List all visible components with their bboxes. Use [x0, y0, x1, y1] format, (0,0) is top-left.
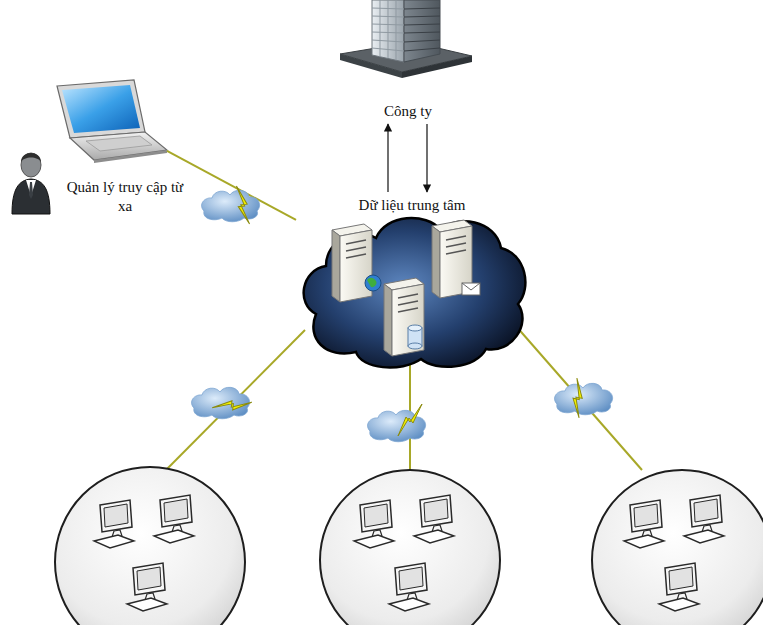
data-flow-arrow: [426, 124, 427, 192]
laptop-base: [70, 132, 167, 160]
remote-manager-node: Quản lý truy cập từ xa: [55, 80, 167, 162]
computer-icon: [127, 563, 167, 611]
client-circle: [320, 470, 500, 625]
globe-icon: [365, 275, 381, 291]
cloud-shape: [304, 218, 526, 367]
computer-icon: [94, 500, 134, 548]
person-body: [12, 179, 50, 214]
client-group: [55, 467, 245, 625]
server-tower: [432, 220, 472, 298]
client-circle: [55, 467, 245, 625]
client-group: [592, 470, 763, 625]
computer-icon: [389, 563, 429, 611]
lightning-bolt: [223, 186, 263, 224]
database-icon: [408, 328, 422, 346]
data-flow-arrow: [387, 124, 388, 192]
client-circle: [592, 470, 763, 625]
tower-front: [372, 0, 404, 62]
lightning-bolt: [559, 378, 598, 418]
laptop-lid: [57, 80, 145, 138]
node-label: Dữ liệu trung tâm: [296, 196, 528, 215]
client-group: [320, 470, 500, 625]
remote-link: [167, 151, 296, 220]
mail-icon: [462, 283, 480, 295]
database-icon-top: [408, 325, 422, 331]
tower-side: [404, 0, 440, 62]
server-tower: [384, 278, 424, 356]
small-cloud: [192, 387, 250, 418]
small-cloud: [368, 410, 426, 441]
tower-windows: [372, 0, 404, 60]
central-data-cloud: Dữ liệu trung tâm: [296, 192, 528, 372]
lightning-bolt: [212, 385, 252, 425]
person-head: [21, 153, 41, 177]
database-icon-bottom: [408, 343, 422, 349]
person-hair: [21, 153, 41, 162]
laptop-keyboard: [86, 136, 152, 151]
mail-icon-flap: [462, 283, 480, 290]
network-link: [409, 360, 411, 470]
computer-icon: [624, 500, 664, 548]
person-tie: [29, 182, 33, 199]
computer-icon: [684, 495, 724, 543]
lightning-bolt: [398, 404, 422, 436]
network-link: [515, 325, 642, 470]
laptop-icon: [57, 80, 167, 163]
node-label: Công ty: [366, 102, 450, 121]
laptop-edge: [94, 150, 167, 163]
manager-person-icon: [12, 153, 50, 214]
computer-icon: [659, 563, 699, 611]
computer-icon: [414, 495, 454, 543]
node-label: Quản lý truy cập từ xa: [60, 178, 190, 216]
computer-icon: [354, 500, 394, 548]
server-group: [332, 220, 480, 356]
tower-side-windows: [404, 8, 440, 51]
network-link: [166, 330, 305, 470]
computer-icon: [154, 495, 194, 543]
globe-land: [367, 278, 377, 287]
small-cloud: [202, 190, 260, 221]
company-building: [340, 0, 472, 78]
server-tower: [332, 224, 372, 302]
laptop-screen: [62, 85, 140, 133]
cloud-shape: [296, 192, 528, 372]
small-cloud: [555, 383, 613, 414]
company-node: Công ty: [366, 100, 450, 124]
